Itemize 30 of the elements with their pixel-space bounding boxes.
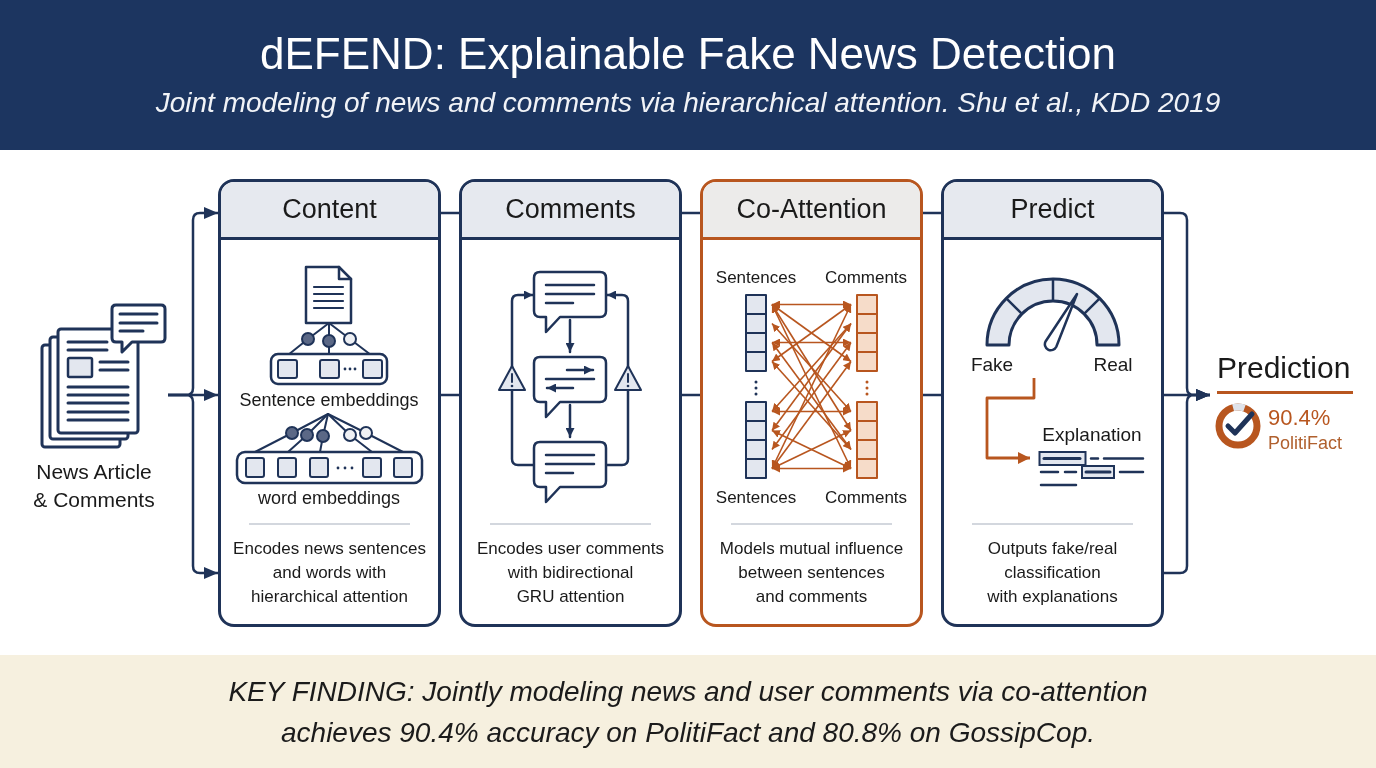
diagram-subtitle: Joint modeling of news and comments via hierarchical attention. Shu et al., KDD 2019 (154, 86, 1222, 120)
gauge-label: Fake (970, 354, 1014, 376)
diagram-title: dEFEND: Explainable Fake News Detection (259, 28, 1117, 80)
layer-label: Sentence embeddings (239, 390, 419, 410)
vector-label: Sentences (715, 268, 797, 288)
stage-panel (459, 179, 682, 627)
panel-header: Predict (944, 182, 1161, 240)
panel-header: Comments (462, 182, 679, 240)
layer-label: word embeddings (257, 488, 401, 508)
arrow (1164, 389, 1210, 575)
vector-label: Sentences (715, 488, 797, 508)
vector-label: Comments (824, 488, 908, 508)
panel-header: Content (221, 182, 438, 240)
vector-label: Comments (824, 268, 908, 288)
node-label: News Article & Comments (32, 459, 156, 513)
accuracy-value: 90.4% (1268, 405, 1331, 431)
panel-description: Outputs fake/real classification with explanations (986, 538, 1119, 608)
panel-header: Co-Attention (703, 182, 920, 240)
stage-panel (218, 179, 441, 627)
panel-description: Encodes user comments with bidirectional GRU attention (475, 538, 666, 608)
stage-panel (700, 179, 923, 627)
panel-description: Models mutual influence between sentences and comments (718, 538, 905, 608)
explanation-label: Explanation (1042, 424, 1142, 446)
dataset-label: PolitiFact (1268, 432, 1343, 454)
panel-description: Encodes news sentences and words with hierarchical attention (232, 538, 427, 608)
stage-panel (941, 179, 1164, 627)
gauge-label: Real (1093, 354, 1133, 376)
result-title: Prediction (1217, 350, 1353, 394)
arrow (168, 393, 218, 579)
key-finding-banner: KEY FINDING: Jointly modeling news and user comments via co-attention achieves 90.4% accuracy on PolitiFact and 80.8% on GossipCop. (0, 655, 1376, 768)
